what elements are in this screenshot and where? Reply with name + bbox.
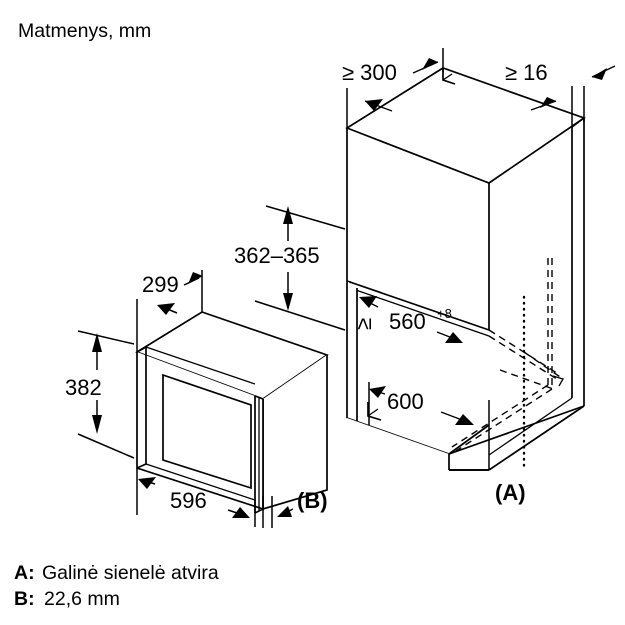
page-title: Matmenys, mm bbox=[18, 20, 151, 42]
ref-mark-a: (A) bbox=[495, 295, 526, 505]
dimension-382: 382 bbox=[65, 330, 135, 459]
ref-label-a: (A) bbox=[495, 480, 526, 505]
dimension-min-560: ≥ 560 +8 bbox=[351, 296, 463, 343]
dimension-min-300: ≥ 300 bbox=[342, 48, 444, 128]
dimension-label-min-300: ≥ 300 bbox=[342, 60, 397, 85]
dimension-label-600: 600 bbox=[387, 389, 424, 414]
dimension-label-min-16: ≥ 16 bbox=[505, 60, 548, 85]
legend-text-b: 22,6 mm bbox=[44, 588, 120, 610]
dimension-label-596: 596 bbox=[170, 488, 207, 513]
dimension-label-560-tolerance: +8 bbox=[437, 306, 452, 321]
legend-key-a: A: bbox=[14, 562, 35, 584]
legend-text-a: Galinė sienelė atvira bbox=[42, 562, 219, 584]
dimension-geq-symbol: ≥ bbox=[351, 318, 376, 330]
dimension-label-362-365: 362–365 bbox=[234, 243, 320, 268]
legend: A: Galinė sienelė atvira B: 22,6 mm bbox=[14, 562, 219, 610]
dimension-label-560: 560 bbox=[389, 309, 426, 334]
ref-mark-b: (B) bbox=[262, 488, 328, 528]
legend-key-b: B: bbox=[14, 588, 35, 610]
appliance-view bbox=[135, 311, 329, 514]
ref-label-b: (B) bbox=[297, 488, 328, 513]
dimension-label-299: 299 bbox=[142, 272, 179, 297]
dimension-600: 600 bbox=[368, 382, 490, 470]
dimension-596: 596 bbox=[136, 468, 256, 527]
dimension-362-365: 362–365 bbox=[234, 205, 346, 331]
cabinet-niche-view bbox=[345, 67, 586, 471]
dimension-299: 299 bbox=[136, 270, 203, 352]
dimension-label-382: 382 bbox=[65, 375, 102, 400]
dimension-min-16: ≥ 16 bbox=[505, 60, 616, 128]
